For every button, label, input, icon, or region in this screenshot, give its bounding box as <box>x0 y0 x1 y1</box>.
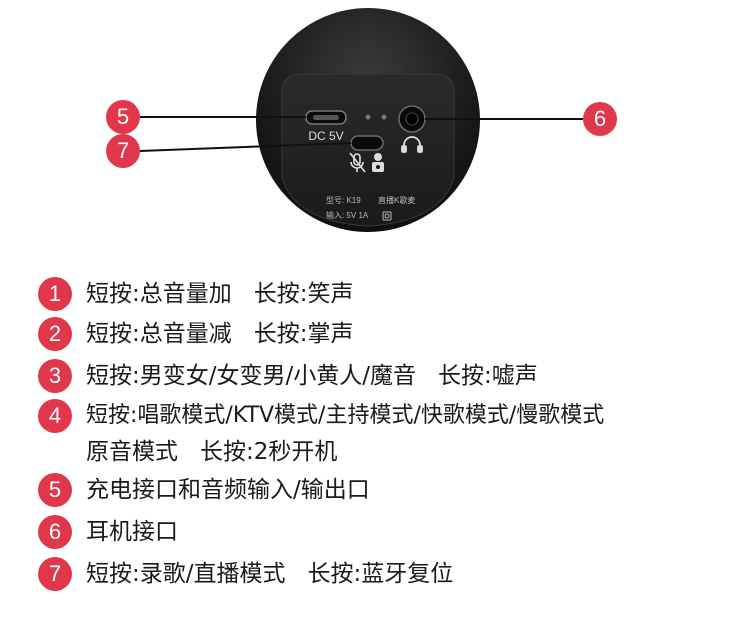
short-press-text: 男变女/女变男/小黄人/魔音 <box>139 363 416 389</box>
long-press-label: 长按: <box>253 321 308 347</box>
legend-item: 6 耳机接口 <box>38 515 740 549</box>
legend-item: 5 充电接口和音频输入/输出口 <box>38 473 740 507</box>
product-name: 直播K歌麦 <box>378 195 415 205</box>
short-press-text: 唱歌模式/KTV模式/主持模式/快歌模式/慢歌模式 <box>137 403 605 428</box>
short-press-text-cont: 原音模式 <box>86 439 178 465</box>
short-press-label: 短按: <box>86 403 138 428</box>
legend-item: 1 短按:总音量加长按:笑声 <box>38 277 740 311</box>
legend-text: 充电接口和音频输入/输出口 <box>86 477 370 503</box>
legend-badge: 4 <box>38 399 72 433</box>
callout-badge-5: 5 <box>106 100 140 134</box>
legend-badge: 2 <box>38 317 72 351</box>
legend-item: 3 短按:男变女/女变男/小黄人/魔音长按:嘘声 <box>38 359 740 393</box>
short-press-text: 录歌/直播模式 <box>139 561 286 587</box>
callout-badge-6: 6 <box>583 102 617 136</box>
long-press-label: 长按: <box>253 281 308 307</box>
legend-text: 耳机接口 <box>86 519 178 545</box>
long-press-text: 2秒开机 <box>253 439 338 465</box>
short-press-label: 短按: <box>86 363 140 389</box>
short-press-label: 短按: <box>86 561 140 587</box>
long-press-label: 长按: <box>438 363 492 389</box>
indicator-dot <box>381 114 387 120</box>
long-press-label: 长按: <box>200 439 254 465</box>
model-text: 型号: K19 <box>326 196 361 205</box>
input-text: 输入: 5V 1A <box>326 210 369 220</box>
legend-badge: 7 <box>38 557 72 591</box>
legend-badge: 5 <box>38 473 72 507</box>
record-live-button[interactable] <box>350 135 384 151</box>
legend-badge: 6 <box>38 515 72 549</box>
legend-item: 7 短按:录歌/直播模式长按:蓝牙复位 <box>38 557 740 591</box>
headphone-icon <box>401 136 423 153</box>
legend-badge: 1 <box>38 277 72 311</box>
device-diagram: DC 5V 型号: K19 直播K歌麦 输入: 5V 1A <box>139 8 583 232</box>
long-press-text: 蓝牙复位 <box>361 561 454 587</box>
legend-badge: 3 <box>38 359 72 393</box>
dc-port-label: DC 5V <box>308 129 343 143</box>
indicator-dot <box>365 114 371 120</box>
mic-mute-icon <box>349 152 366 173</box>
long-press-text: 掌声 <box>307 321 354 347</box>
certification-icon <box>382 211 392 221</box>
short-press-label: 短按: <box>86 321 140 347</box>
callout-badge-7: 7 <box>106 134 140 168</box>
legend-item: 2 短按:总音量减长按:掌声 <box>38 317 740 351</box>
short-press-label: 短按: <box>86 281 140 307</box>
long-press-text: 笑声 <box>307 281 354 307</box>
leader-line-7 <box>139 142 352 152</box>
short-press-text: 总音量加 <box>139 281 232 307</box>
long-press-text: 嘘声 <box>491 363 538 389</box>
legend-item: 4 短按:唱歌模式/KTV模式/主持模式/快歌模式/慢歌模式 <box>38 399 740 433</box>
legend-item-continuation: 原音模式长按:2秒开机 <box>86 435 337 469</box>
live-stream-icon <box>372 153 384 172</box>
long-press-label: 长按: <box>307 561 362 587</box>
short-press-text: 总音量减 <box>139 321 232 347</box>
